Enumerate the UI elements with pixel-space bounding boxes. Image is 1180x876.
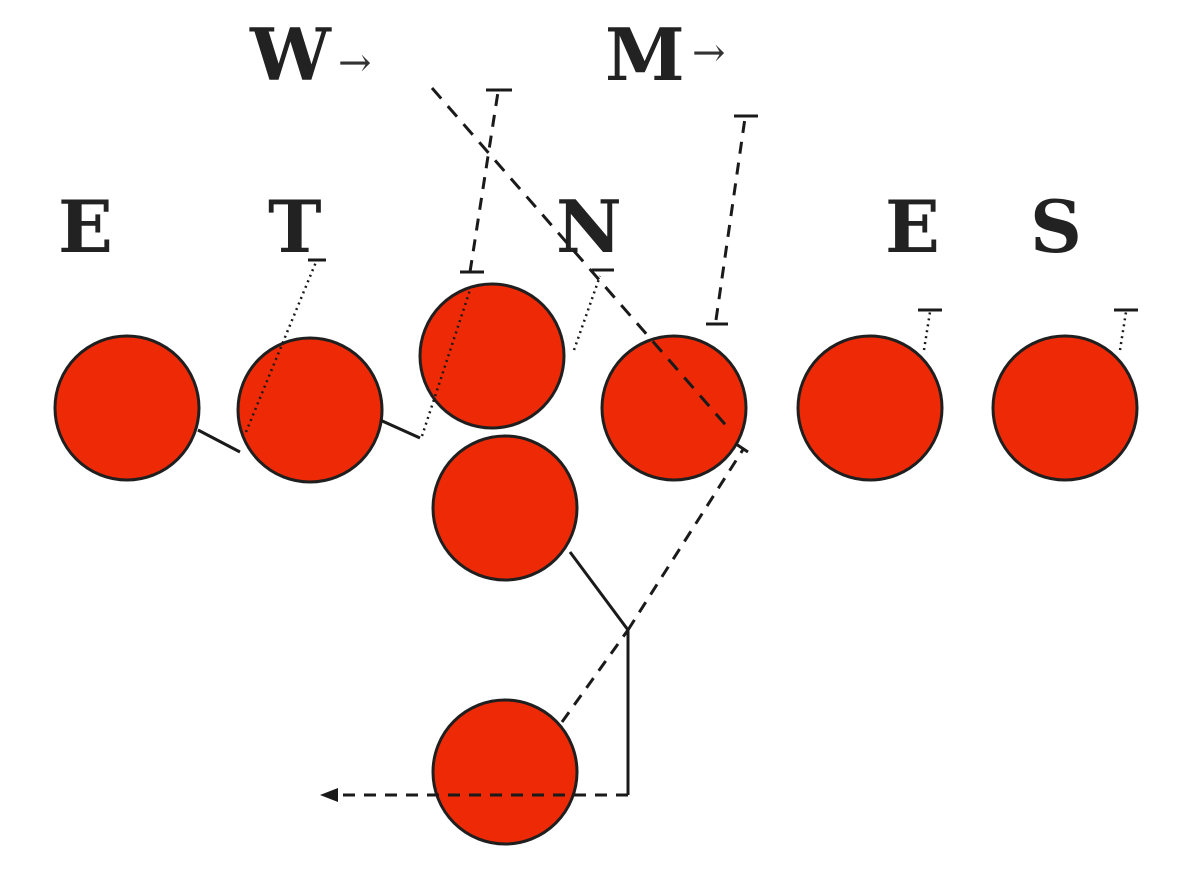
- label-e-left: E: [58, 184, 113, 269]
- route-left-guard-dotted: [244, 261, 318, 433]
- player-right-guard: [600, 334, 748, 482]
- route-left-guard-block: [379, 418, 421, 440]
- route-right-guard-dotted: [572, 275, 602, 351]
- player-quarterback: [431, 434, 579, 582]
- player-right-tackle: [796, 334, 944, 482]
- label-s: S: [1030, 184, 1082, 269]
- route-running-back-dashed-up: [560, 629, 630, 723]
- route-left-tackle-block: [197, 428, 241, 454]
- route-quarterback-pitch: [626, 447, 746, 631]
- route-right-tackle-dotted: [922, 311, 932, 351]
- route-center-dashed: [468, 91, 500, 273]
- label-e-right: E: [885, 184, 940, 269]
- route-quarterback-tick: [735, 442, 749, 454]
- label-w: W: [249, 12, 332, 97]
- route-tight-end-dotted: [1118, 311, 1128, 351]
- route-diagonal-dashed: [430, 87, 732, 431]
- label-t: T: [268, 184, 322, 269]
- sweep-arrowhead: [320, 788, 338, 802]
- player-left-tackle: [53, 334, 201, 482]
- label-m: M: [605, 12, 685, 97]
- label-m-arrow: →: [692, 30, 726, 76]
- route-center-dotted: [420, 289, 472, 437]
- route-quarterback-drop: [568, 551, 630, 795]
- label-w-arrow: →: [338, 40, 372, 86]
- players: [53, 282, 1139, 846]
- player-center: [418, 282, 566, 430]
- label-n: N: [556, 184, 622, 269]
- route-right-guard-dashed: [714, 117, 747, 321]
- routes: [197, 87, 1138, 797]
- player-tight-end: [991, 334, 1139, 482]
- player-running-back: [431, 698, 579, 846]
- player-left-guard: [236, 336, 384, 484]
